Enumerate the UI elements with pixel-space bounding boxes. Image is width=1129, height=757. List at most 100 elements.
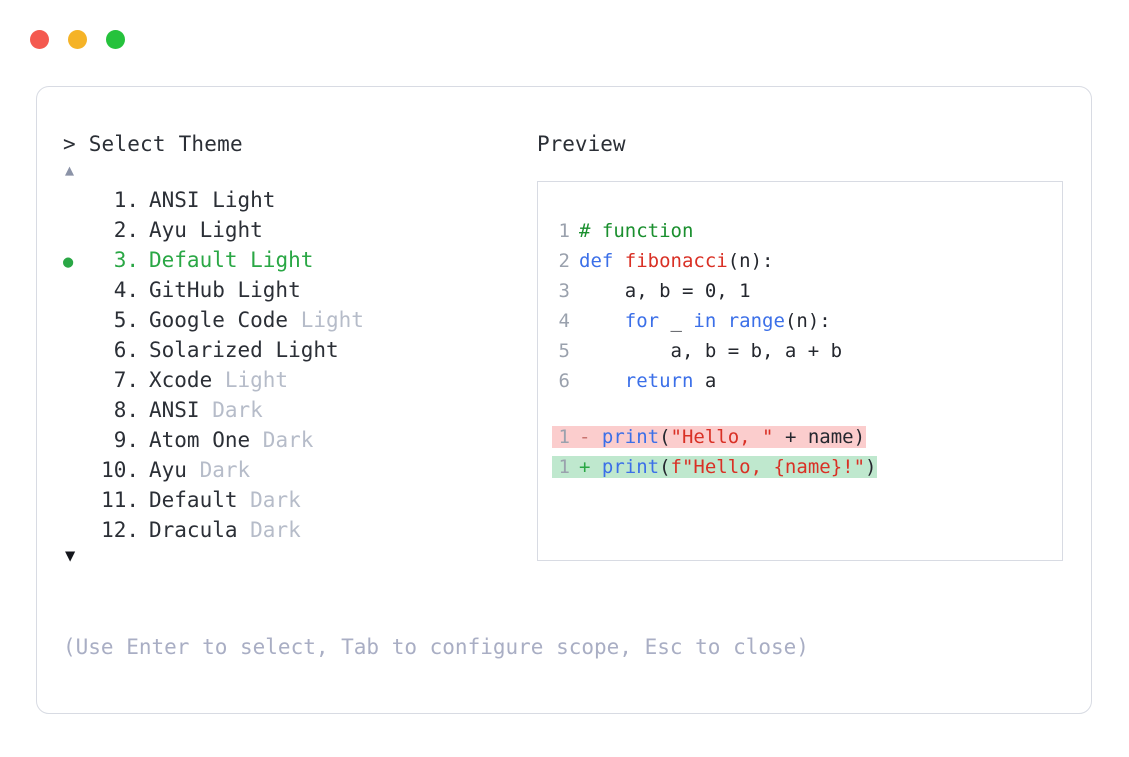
code-token: in range <box>693 310 785 332</box>
theme-item-variant: Light <box>262 338 339 362</box>
code-line-number: 1 <box>558 220 570 242</box>
code-token <box>579 370 625 392</box>
theme-item-name: Solarized <box>149 338 263 362</box>
theme-list-item[interactable]: ●7.Xcode Light <box>63 365 533 395</box>
theme-item-variant: Dark <box>250 428 314 452</box>
theme-list-item[interactable]: ●2.Ayu Light <box>63 215 533 245</box>
scroll-up-icon[interactable]: ▲ <box>65 161 75 179</box>
diff-line-body: 1- print("Hello, " + name) <box>552 426 867 448</box>
theme-item-name: Xcode <box>149 368 213 392</box>
code-token: ( <box>659 426 671 448</box>
theme-item-index: 5. <box>113 308 139 332</box>
code-token: a, b = 0, 1 <box>579 280 751 302</box>
theme-item-variant: Light <box>186 218 263 242</box>
theme-item-variant: Dark <box>237 518 301 542</box>
code-token: # function <box>579 220 694 242</box>
theme-item-index: 3. <box>113 248 139 272</box>
selected-bullet-icon: ● <box>63 252 74 272</box>
keyboard-hint: (Use Enter to select, Tab to configure s… <box>63 635 809 659</box>
diff-line-removed: 1- print("Hello, " + name) <box>552 422 1062 452</box>
code-token: print <box>601 426 660 448</box>
bullet-placeholder-icon: ● <box>63 427 91 457</box>
diff-sign: + <box>579 456 602 478</box>
bullet-placeholder-icon: ● <box>63 307 91 337</box>
theme-selector-card: > Select Theme ▲ ●1.ANSI Light●2.Ayu Lig… <box>36 86 1092 714</box>
code-token: a, b = b, a + b <box>579 340 843 362</box>
theme-item-variant: Light <box>212 368 289 392</box>
maximize-button[interactable] <box>106 30 125 49</box>
theme-item-variant: Dark <box>186 458 251 482</box>
diff-line-body: 1+ print(f"Hello, {name}!") <box>552 456 878 478</box>
theme-list-item[interactable]: ●12.Dracula Dark <box>63 515 533 545</box>
theme-item-index: 9. <box>113 428 139 452</box>
theme-item-name: Google Code <box>149 308 289 332</box>
theme-item-variant: Light <box>224 278 301 302</box>
diff-line-number: 1 <box>558 456 570 478</box>
code-line: 6 return a <box>552 366 1062 396</box>
theme-list-item[interactable]: ●3.Default Light <box>63 245 533 275</box>
code-token: ( <box>659 456 671 478</box>
theme-list-item[interactable]: ●11.Default Dark <box>63 485 533 515</box>
theme-item-name: Default <box>149 488 238 512</box>
code-line-number: 4 <box>558 310 570 332</box>
code-token <box>579 310 625 332</box>
code-line: 1 # function <box>552 216 1062 246</box>
code-token: def <box>579 250 625 272</box>
diff-line-number: 1 <box>558 426 570 448</box>
theme-item-index: 8. <box>113 398 139 422</box>
code-token: "Hello, " <box>670 426 774 448</box>
theme-item-variant: Light <box>288 308 364 332</box>
code-token: return <box>624 370 694 392</box>
code-token: ) <box>865 456 877 478</box>
code-token: a <box>693 370 717 392</box>
code-token: + name) <box>773 426 866 448</box>
theme-item-index: 2. <box>113 218 139 242</box>
bullet-placeholder-icon: ● <box>63 367 91 397</box>
theme-item-name: Dracula <box>149 518 238 542</box>
theme-item-index: 6. <box>113 338 139 362</box>
theme-list-column: > Select Theme ▲ ●1.ANSI Light●2.Ayu Lig… <box>63 129 533 567</box>
preview-label: Preview <box>537 132 626 156</box>
scroll-down-icon[interactable]: ▼ <box>65 546 76 566</box>
theme-item-name: Atom One <box>149 428 251 452</box>
theme-item-variant: Light <box>199 188 276 212</box>
diff-sign: - <box>579 426 602 448</box>
code-token: fibonacci <box>624 250 728 272</box>
theme-item-variant: Dark <box>199 398 263 422</box>
window-titlebar <box>30 30 125 49</box>
theme-item-index: 12. <box>101 518 139 542</box>
code-line-number: 6 <box>558 370 570 392</box>
diff-line-added: 1+ print(f"Hello, {name}!") <box>552 452 1062 482</box>
theme-item-name: GitHub <box>149 278 225 302</box>
theme-item-index: 11. <box>101 488 139 512</box>
theme-list-item[interactable]: ● 9. Atom One Dark <box>63 425 533 455</box>
theme-list-item[interactable]: ●8.ANSI Dark <box>63 395 533 425</box>
code-token: _ <box>659 310 694 332</box>
minimize-button[interactable] <box>68 30 87 49</box>
code-line: 4 for _ in range(n): <box>552 306 1062 336</box>
theme-item-index: 1. <box>113 188 139 212</box>
theme-list-item[interactable]: ●1.ANSI Light <box>63 185 533 215</box>
code-line-number: 3 <box>558 280 570 302</box>
theme-list-item[interactable]: ●6.Solarized Light <box>63 335 533 365</box>
bullet-placeholder-icon: ● <box>63 487 91 517</box>
prompt-line: > Select Theme <box>63 129 533 159</box>
theme-item-name: ANSI <box>149 398 200 422</box>
code-line: 2 def fibonacci(n): <box>552 246 1062 276</box>
code-line-number: 2 <box>558 250 570 272</box>
theme-list-item[interactable]: ● 5. Google Code Light <box>63 305 533 335</box>
code-token: (n): <box>784 310 831 332</box>
code-token: f"Hello, {name}!" <box>670 456 866 478</box>
page-title: Select Theme <box>88 132 243 156</box>
bullet-placeholder-icon: ● <box>63 277 91 307</box>
theme-list-item[interactable]: ●4.GitHub Light <box>63 275 533 305</box>
theme-item-variant: Light <box>237 248 314 272</box>
diff-block: 1- print("Hello, " + name)1+ print(f"Hel… <box>552 422 1062 482</box>
theme-list-item[interactable]: ●10.Ayu Dark <box>63 455 533 485</box>
bullet-placeholder-icon: ● <box>63 217 91 247</box>
code-token: (n): <box>727 250 774 272</box>
close-button[interactable] <box>30 30 49 49</box>
